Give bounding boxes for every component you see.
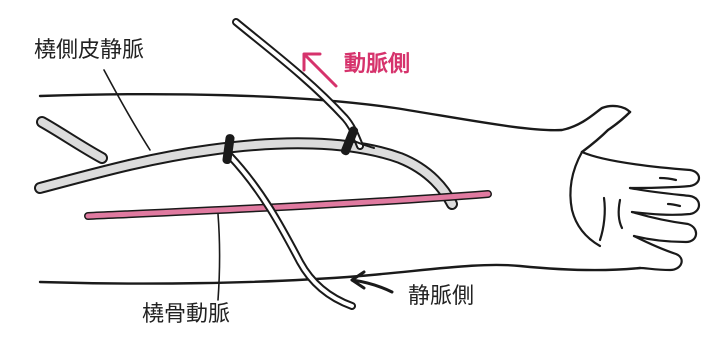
palm-crease-1 xyxy=(598,196,606,242)
arrow-vein-side xyxy=(350,270,394,294)
palm-inner xyxy=(569,150,602,248)
thumb-outline xyxy=(580,110,632,154)
finger-ring xyxy=(630,210,698,244)
ligature-ties xyxy=(222,126,359,165)
leader-lines xyxy=(103,69,221,301)
label-radial-artery: 橈骨動脈 xyxy=(142,302,231,327)
finger-index xyxy=(580,150,701,190)
leader-radial-artery xyxy=(217,213,221,301)
vein-side-tube xyxy=(226,152,356,310)
finger-little xyxy=(632,234,683,272)
leader-cephalic-vein xyxy=(103,69,151,151)
arm-outline xyxy=(38,92,642,285)
knuckle-line-1 xyxy=(658,176,678,182)
arm-top-edge xyxy=(38,92,632,132)
finger-middle xyxy=(628,186,701,216)
cephalic-vein xyxy=(34,116,458,210)
ligature-tie-left xyxy=(222,134,235,165)
label-cephalic-vein: 橈側皮静脈 xyxy=(34,38,145,63)
label-vein-side: 静脈側 xyxy=(408,284,475,309)
label-artery-side: 動脈側 xyxy=(344,52,411,77)
arrow-artery-side xyxy=(302,52,338,88)
ligature-tie-right xyxy=(340,126,359,156)
hand-outline xyxy=(569,150,701,272)
palm-crease-2 xyxy=(617,198,624,230)
knuckle-line-2 xyxy=(666,202,682,208)
radial-artery xyxy=(84,190,492,220)
arm-bottom-edge xyxy=(38,263,642,285)
